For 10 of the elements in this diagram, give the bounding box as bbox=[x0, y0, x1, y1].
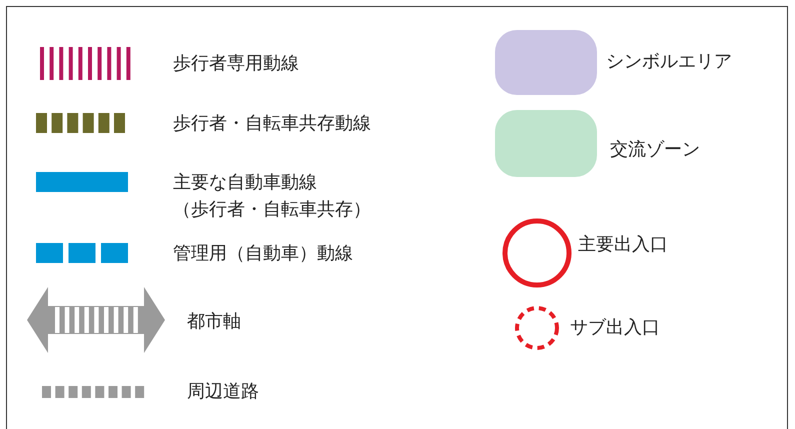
legend-label: 交流ゾーン bbox=[610, 138, 700, 162]
legend-label: 主要な自動車動線（歩行者・自転車共存） bbox=[173, 171, 371, 222]
legend-label: 管理用（自動車）動線 bbox=[173, 242, 353, 266]
legend-label: 主要出入口 bbox=[578, 233, 668, 257]
legend-label: サブ出入口 bbox=[570, 316, 660, 340]
legend-label: 歩行者専用動線 bbox=[173, 52, 299, 76]
legend-label: 都市軸 bbox=[187, 310, 241, 334]
legend-label: 周辺道路 bbox=[187, 380, 259, 404]
legend-label: シンボルエリア bbox=[606, 50, 732, 74]
legend-label: 歩行者・自転車共存動線 bbox=[173, 112, 371, 136]
